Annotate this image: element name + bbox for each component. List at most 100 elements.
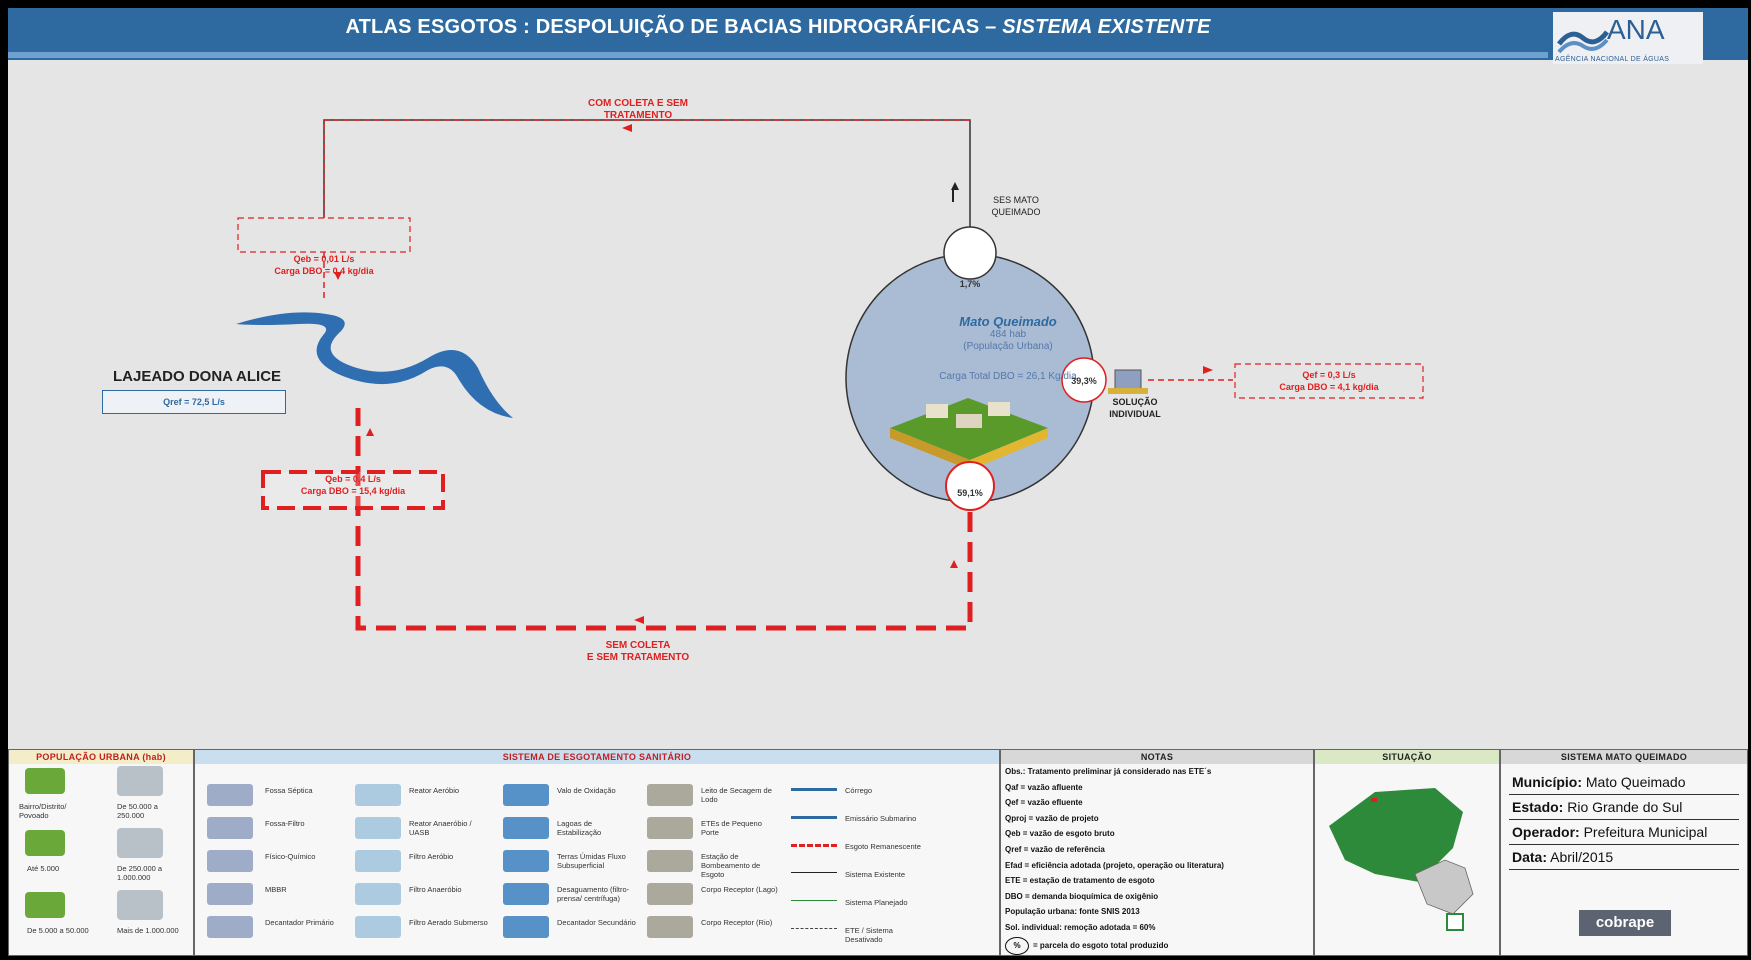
legend-symbol-icon: [647, 784, 693, 806]
upper-load-box: [237, 217, 411, 253]
ses-label-1: SES MATO: [993, 195, 1039, 205]
legend-symbol-icon: [503, 850, 549, 872]
legend-item-label: Reator Aeróbio: [409, 786, 460, 795]
legend-item-label: Reator Anaeróbio / UASB: [409, 819, 472, 837]
ana-wave-icon: [1557, 30, 1609, 54]
legend-item-label: Corpo Receptor (Lago): [701, 885, 778, 894]
arrow-stem: [952, 190, 954, 202]
municipality-marker: [1371, 798, 1377, 802]
nota-line: Qproj = vazão de projeto: [1005, 813, 1099, 823]
pop-item: Até 5.000: [27, 864, 60, 873]
legend-item-label: Sistema Existente: [845, 870, 906, 879]
ses-line: [323, 119, 971, 248]
river-shape: [236, 312, 513, 418]
qref-box: Qref = 72,5 L/s: [102, 390, 286, 414]
atlas-sheet: ATLAS ESGOTOS : DESPOLUIÇÃO DE BACIAS HI…: [8, 8, 1748, 956]
city-large-icon: [117, 890, 163, 920]
municipio-label: Município:: [1512, 774, 1582, 790]
nota-line: Qref = vazão de referência: [1005, 844, 1105, 854]
logo-text: ANA: [1607, 14, 1665, 45]
legend-item-label: Leito de Secagem de Lodo: [701, 786, 772, 804]
nota-line: População urbana: fonte SNIS 2013: [1005, 907, 1140, 917]
top-route-label-1: COM COLETA E SEM: [588, 98, 688, 109]
legend-symbol-icon: [355, 850, 401, 872]
operador-label: Operador:: [1512, 824, 1580, 840]
legend-item-label: ETEs de Pequeno Porte: [701, 819, 762, 837]
legend-symbol-icon: [647, 883, 693, 905]
legend-item-label: Valo de Oxidação: [557, 786, 616, 795]
cobrape-logo: cobrape: [1579, 910, 1671, 936]
up-arrow-black-icon: [951, 182, 959, 190]
nota-line: Obs.: Tratamento preliminar já considera…: [1005, 767, 1212, 776]
title-main: ATLAS ESGOTOS : DESPOLUIÇÃO DE BACIAS HI…: [345, 16, 1003, 38]
legend-item-label: Filtro Aerado Submerso: [409, 918, 488, 927]
legend-item-label: Fossa-Filtro: [265, 819, 305, 828]
page-title: ATLAS ESGOTOS : DESPOLUIÇÃO DE BACIAS HI…: [8, 16, 1548, 39]
legend-symbol-icon: [647, 850, 693, 872]
pct-note: % = parcela do esgoto total produzido: [1001, 936, 1313, 955]
city-pop-label: (População Urbana): [963, 341, 1053, 352]
legend-item-label: Terras Úmidas Fluxo Subsuperficial: [557, 852, 626, 870]
river-name: LAJEADO DONA ALICE: [113, 368, 282, 385]
legend-symbol-icon: [791, 900, 837, 901]
legend-item-label: Decantador Primário: [265, 918, 334, 927]
legend-symbol-icon: [647, 817, 693, 839]
inset-marker: [1446, 913, 1464, 931]
state-map-shape: [1329, 788, 1463, 882]
operador-row: Operador: Prefeitura Municipal: [1509, 820, 1739, 845]
right-box-line-2: Carga DBO = 4,1 kg/dia: [1279, 382, 1379, 392]
legend-item-label: MBBR: [265, 885, 287, 894]
legend-item-label: Esgoto Remanescente: [845, 842, 921, 851]
estado-label: Estado:: [1512, 799, 1564, 815]
population-panel: POPULAÇÃO URBANA (hab) Bairro/Distrito/ …: [8, 749, 194, 956]
notas-panel: NOTAS Obs.: Tratamento preliminar já con…: [1000, 749, 1314, 956]
pct-bottom: 59,1%: [957, 488, 983, 498]
up-arrow-red-icon: [366, 428, 374, 436]
legend-item-label: ETE / Sistema Desativado: [845, 926, 893, 944]
flow-diagram: [236, 119, 1424, 631]
sistema-info-title: SISTEMA MATO QUEIMADO: [1501, 750, 1747, 764]
municipio-row: Município: Mato Queimado: [1509, 770, 1739, 795]
nota-line: ETE = estação de tratamento de esgoto: [1005, 876, 1155, 886]
pop-item: Mais de 1.000.000: [117, 926, 179, 935]
right-box-line-1: Qef = 0,3 L/s: [1302, 370, 1356, 380]
legend-symbol-icon: [207, 817, 253, 839]
pop-item: De 250.000 a 1.000.000: [117, 864, 163, 882]
notas-list: Obs.: Tratamento preliminar já considera…: [1001, 764, 1313, 936]
brazil-map-shape: [1414, 859, 1474, 915]
large-town-icon: [25, 892, 65, 918]
data-value: Abril/2015: [1550, 849, 1614, 865]
pct-left: 39,3%: [1071, 376, 1097, 386]
title-italic: SISTEMA EXISTENTE: [1002, 16, 1211, 38]
pop-item: De 50.000 a 250.000: [117, 802, 158, 820]
ses-label-2: QUEIMADO: [991, 207, 1041, 217]
situacao-title: SITUAÇÃO: [1315, 750, 1499, 764]
top-route-line: [323, 119, 970, 218]
upper-box-line-1: Qeb = 0,01 L/s: [293, 254, 355, 264]
legend-symbol-icon: [355, 784, 401, 806]
top-route-label-2: TRATAMENTO: [603, 110, 673, 121]
pct-top: 1,7%: [959, 279, 981, 289]
legend-item-label: Físico-Químico: [265, 852, 316, 861]
logo-subtitle: AGÊNCIA NACIONAL DE ÁGUAS: [1555, 56, 1670, 63]
pct-bottom-circle: [945, 461, 995, 511]
city-small-icon: [117, 766, 163, 796]
municipio-value: Mato Queimado: [1585, 774, 1686, 790]
legend-symbol-icon: [207, 784, 253, 806]
bottom-down-arrow-icon: [950, 560, 958, 568]
septic-tank-icon: [1108, 369, 1148, 394]
city-pop: 484 hab: [989, 329, 1027, 340]
legend-symbol-icon: [791, 872, 837, 873]
sistema-title: SISTEMA DE ESGOTAMENTO SANITÁRIO: [195, 750, 999, 764]
bottom-route-label-2: E SEM TRATAMENTO: [586, 652, 690, 663]
pop-item: Bairro/Distrito/ Povoado: [19, 802, 67, 820]
legend-symbol-icon: [791, 844, 837, 847]
right-arrow-icon: [1203, 366, 1213, 374]
operador-value: Prefeitura Municipal: [1583, 824, 1708, 840]
legend-item-label: Sistema Planejado: [845, 898, 908, 907]
legend-item-label: Filtro Aeróbio: [409, 852, 454, 861]
